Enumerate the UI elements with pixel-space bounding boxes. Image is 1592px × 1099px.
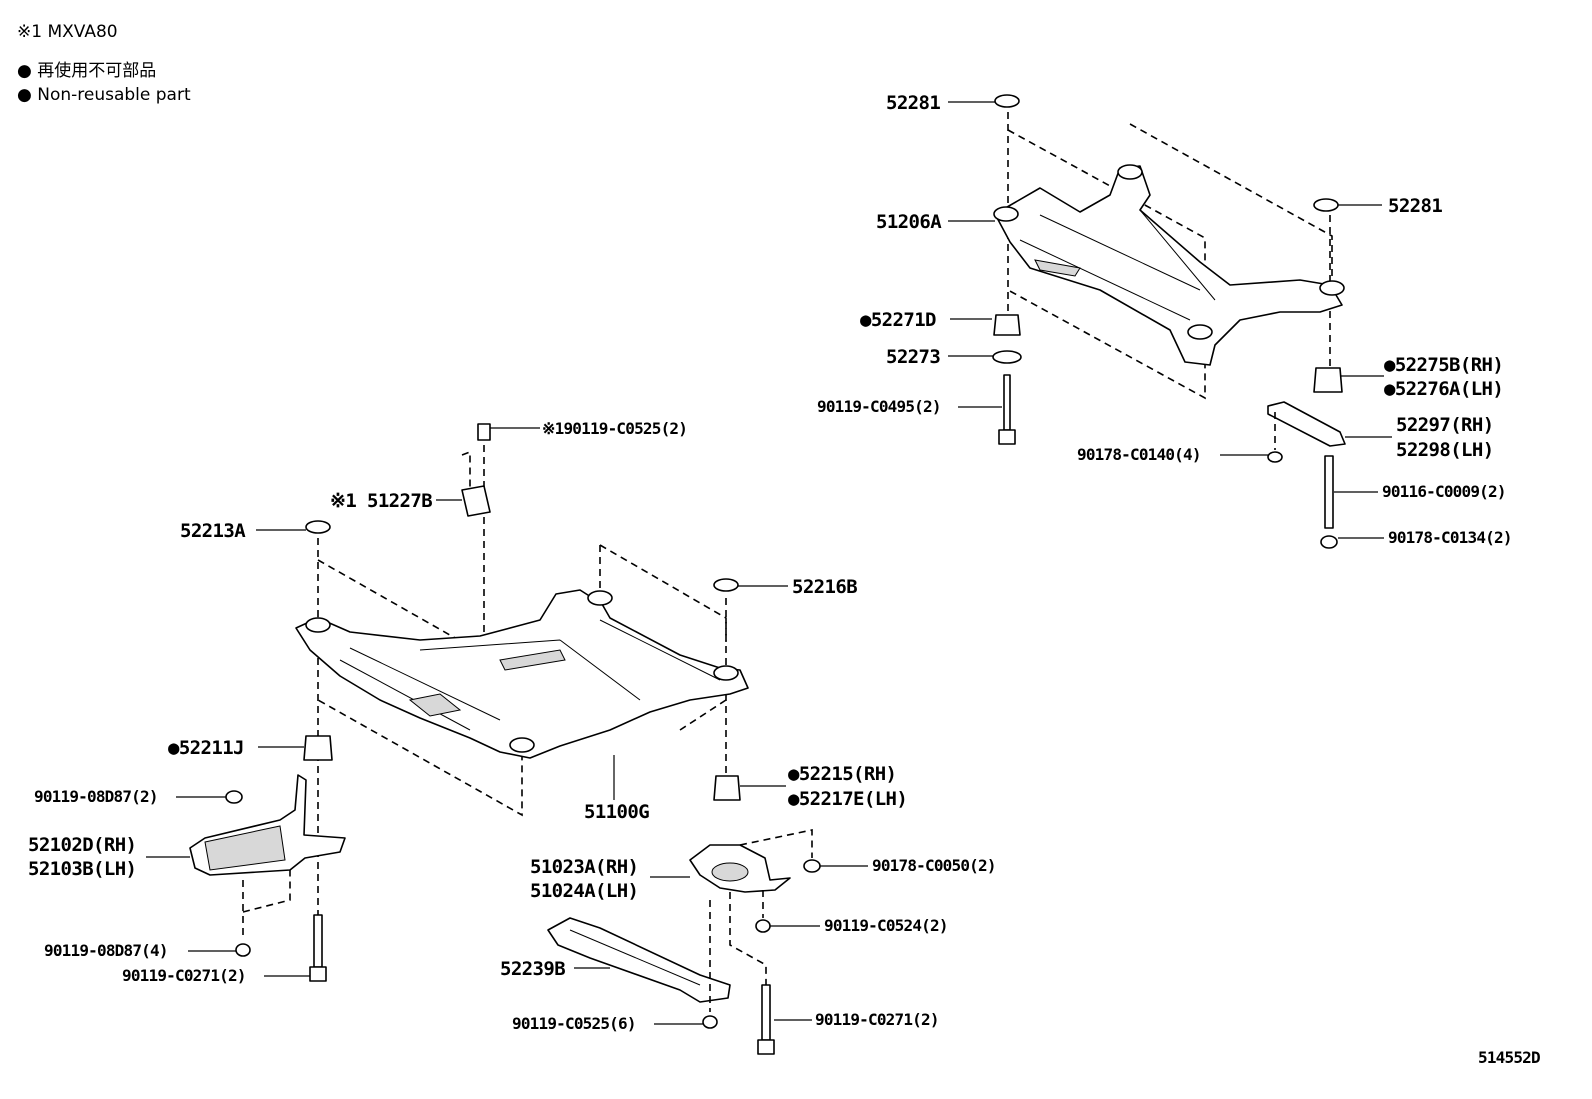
- part-labels: 52281 51206A 52281 ●52271D 52273 90119-C…: [28, 92, 1512, 1033]
- label-52217E: ●52217E(LH): [788, 788, 907, 810]
- label-52297: 52297(RH): [1396, 414, 1494, 436]
- stay-guide: [461, 450, 471, 510]
- label-51023A: 51023A(RH): [530, 856, 638, 878]
- variant-note: ※1 MXVA80: [17, 22, 118, 42]
- bolt-90119-C0525-top: [477, 423, 491, 441]
- legend-japanese: ● 再使用不可部品: [17, 60, 156, 81]
- rear-mount-right: [1319, 280, 1345, 296]
- label-90178-C0134: 90178-C0134(2): [1388, 528, 1512, 547]
- mount-51023A-shade: [711, 862, 749, 882]
- front-mount-front: [509, 737, 535, 753]
- stay-51227B: [461, 485, 491, 517]
- nut-90178-C0050: [803, 859, 821, 873]
- bolt-90119-C0495-shank: [1003, 374, 1011, 431]
- leader-lines: [146, 101, 1392, 1025]
- front-crossmember-shade-b: [499, 649, 566, 671]
- label-90119-C0525-top: ※190119-C0525(2): [542, 419, 687, 438]
- label-51206A: 51206A: [876, 211, 942, 233]
- label-52215: ●52215(RH): [788, 763, 896, 785]
- bolt-90119-C0495-head: [998, 429, 1016, 445]
- label-52102D: 52102D(RH): [28, 834, 136, 856]
- bolt-90119-C0271-b-shank: [761, 984, 771, 1041]
- front-mount-right: [713, 665, 739, 681]
- brace-52239B: [547, 917, 731, 1003]
- label-90119-C0271-a: 90119-C0271(2): [122, 966, 246, 985]
- label-52271D: ●52271D: [860, 309, 936, 331]
- label-90119-C0525-b: 90119-C0525(6): [512, 1014, 636, 1033]
- label-51100G: 51100G: [584, 801, 649, 823]
- bracket-bolt-guide: [242, 870, 291, 935]
- bolt-90119-08D87-b: [235, 943, 251, 957]
- bolt-90119-08D87-a: [225, 790, 243, 804]
- rear-crossmember-detail: [1019, 209, 1216, 321]
- front-crossmember-shade-a: [408, 693, 462, 717]
- label-52298: 52298(LH): [1396, 439, 1494, 461]
- washer-52281-right: [1313, 198, 1339, 212]
- rear-crossmember-shade: [1034, 259, 1081, 277]
- brace-52239B-detail: [569, 929, 701, 986]
- label-90178-C0140: 90178-C0140(4): [1077, 445, 1201, 464]
- label-90116-C0009: 90116-C0009(2): [1382, 482, 1506, 501]
- label-52281-top: 52281: [886, 92, 940, 114]
- bolt-90119-C0271-a-shank: [313, 914, 323, 968]
- label-90119-08D87-b: 90119-08D87(4): [44, 941, 168, 960]
- label-52281-right: 52281: [1388, 195, 1442, 217]
- label-52216B: 52216B: [792, 576, 857, 598]
- label-90119-C0495: 90119-C0495(2): [817, 397, 941, 416]
- bolt-90119-C0525-b: [702, 1015, 718, 1029]
- front-crossmember-51100G: [295, 589, 749, 759]
- label-52275B: ●52275B(RH): [1384, 354, 1503, 376]
- plate-52297: [1267, 401, 1346, 447]
- washer-52213A: [305, 520, 331, 534]
- rear-guide-box-right: [1129, 123, 1333, 300]
- bracket-52102D-shade: [204, 825, 286, 871]
- bolt-90119-C0524: [755, 919, 771, 933]
- label-52211J: ●52211J: [168, 737, 244, 759]
- label-52103B: 52103B(LH): [28, 858, 136, 880]
- bushing-52211J: [303, 735, 333, 761]
- label-52213A: 52213A: [180, 520, 246, 542]
- front-mount-top: [587, 590, 613, 606]
- label-90119-C0524: 90119-C0524(2): [824, 916, 948, 935]
- rear-mount-front: [1187, 324, 1213, 340]
- label-90178-C0050: 90178-C0050(2): [872, 856, 996, 875]
- front-mount-left: [305, 617, 331, 633]
- bushing-52271D: [993, 314, 1021, 336]
- label-51024A: 51024A(LH): [530, 880, 638, 902]
- legend-english: ● Non-reusable part: [17, 85, 191, 105]
- label-52276A: ●52276A(LH): [1384, 378, 1503, 400]
- front-crossmember-detail: [339, 619, 721, 731]
- label-52273: 52273: [886, 346, 940, 368]
- rear-bolt-guide: [729, 892, 767, 985]
- label-90119-08D87-a: 90119-08D87(2): [34, 787, 158, 806]
- rear-mount-left: [993, 206, 1019, 222]
- bushing-52275B: [1313, 367, 1343, 393]
- label-90119-C0271-b: 90119-C0271(2): [815, 1010, 939, 1029]
- bolt-90119-C0271-a-head: [309, 966, 327, 982]
- washer-52273: [992, 350, 1022, 364]
- front-crossmember-group: [189, 423, 821, 1055]
- rear-mount-top: [1117, 164, 1143, 180]
- washer-52216B: [713, 578, 739, 592]
- front-right-diag: [679, 699, 727, 731]
- diagram-id: 514552D: [1478, 1048, 1540, 1067]
- label-52239B: 52239B: [500, 958, 565, 980]
- rear-crossmember-group: [992, 94, 1346, 549]
- washer-52281-top: [994, 94, 1020, 108]
- bolt-90119-C0271-b-head: [757, 1039, 775, 1055]
- bushing-52215: [713, 775, 741, 801]
- stud-90116-C0009: [1324, 455, 1334, 529]
- mount-nut-guide: [739, 829, 813, 858]
- nut-90178-C0140: [1267, 451, 1283, 463]
- nut-90178-C0134: [1320, 535, 1338, 549]
- label-51227B: ※1 51227B: [330, 490, 432, 512]
